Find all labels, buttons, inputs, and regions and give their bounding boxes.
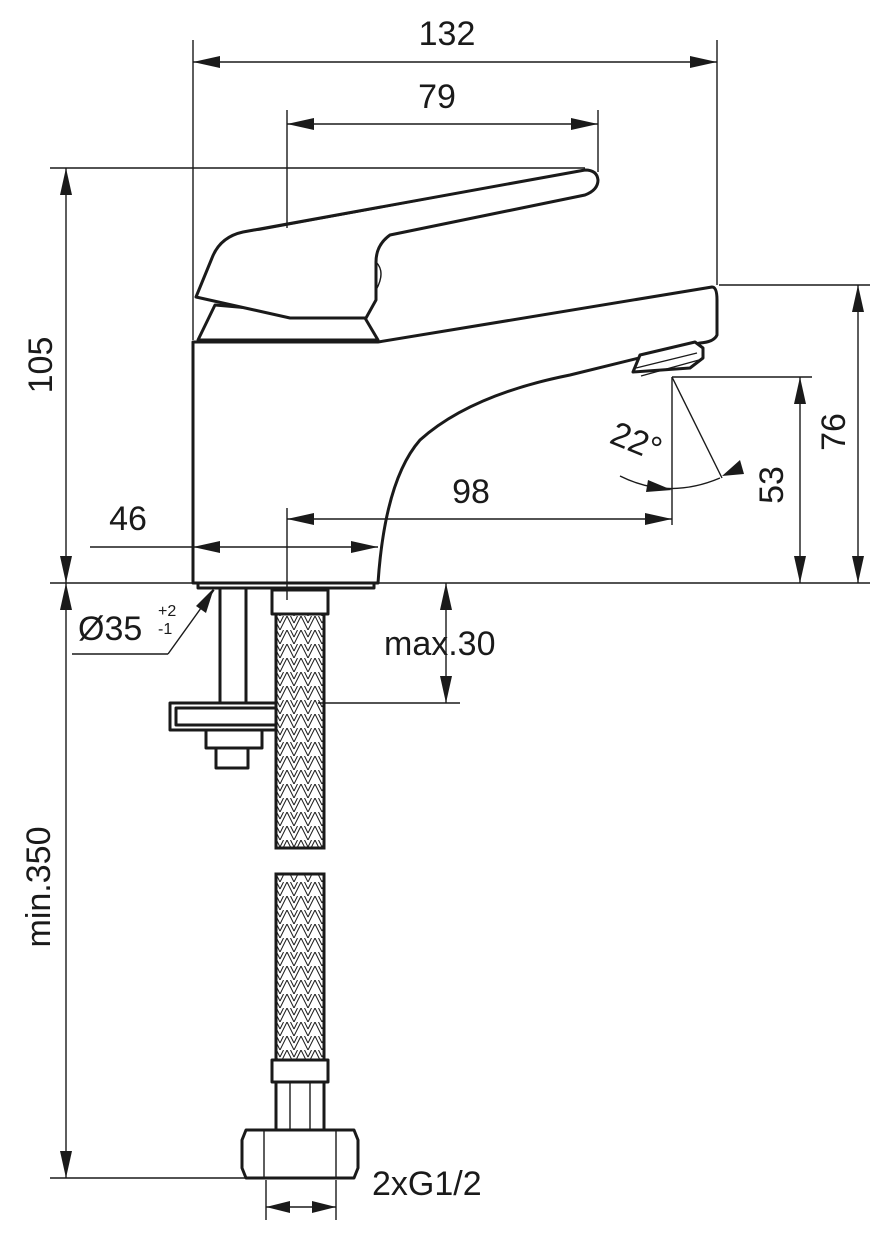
threaded-rod — [218, 586, 248, 708]
label-diameter-tol-plus: +2 — [158, 603, 176, 620]
label-angle: 22° — [605, 415, 667, 469]
lever-notch — [375, 261, 382, 291]
faucet-body — [191, 168, 719, 590]
mounting-assembly — [168, 586, 360, 1180]
dimension-lines — [50, 40, 870, 1220]
body-and-spout — [191, 285, 719, 585]
label-min350: min.350 — [20, 827, 58, 948]
aerator-line — [635, 352, 698, 369]
label-53: 53 — [753, 466, 791, 504]
hose-crimp — [270, 1058, 330, 1084]
label-98: 98 — [452, 473, 490, 511]
label-max30: max.30 — [384, 625, 496, 663]
stud — [214, 746, 250, 770]
label-diameter-tol-minus: -1 — [158, 621, 172, 638]
hose-braid-upper — [274, 612, 326, 850]
dimension-labels: 132 79 105 76 53 22° 98 46 Ø35 +2 -1 max… — [20, 15, 853, 1203]
nut — [204, 728, 264, 750]
label-connection: 2xG1/2 — [372, 1165, 482, 1203]
label-132: 132 — [419, 15, 476, 53]
angle-arc — [619, 475, 721, 490]
label-76: 76 — [815, 413, 853, 451]
aerator-line — [640, 359, 700, 377]
label-46: 46 — [109, 500, 147, 538]
hose-fitting-top — [270, 588, 330, 616]
hose-braid-lower — [274, 872, 326, 1062]
lever-handle — [194, 168, 600, 320]
g-half-nut — [240, 1128, 360, 1180]
hose-ferrule — [274, 1080, 326, 1132]
label-diameter: Ø35 — [78, 610, 142, 648]
lever-side-line — [242, 169, 586, 233]
label-79: 79 — [418, 78, 456, 116]
label-105: 105 — [22, 337, 60, 394]
